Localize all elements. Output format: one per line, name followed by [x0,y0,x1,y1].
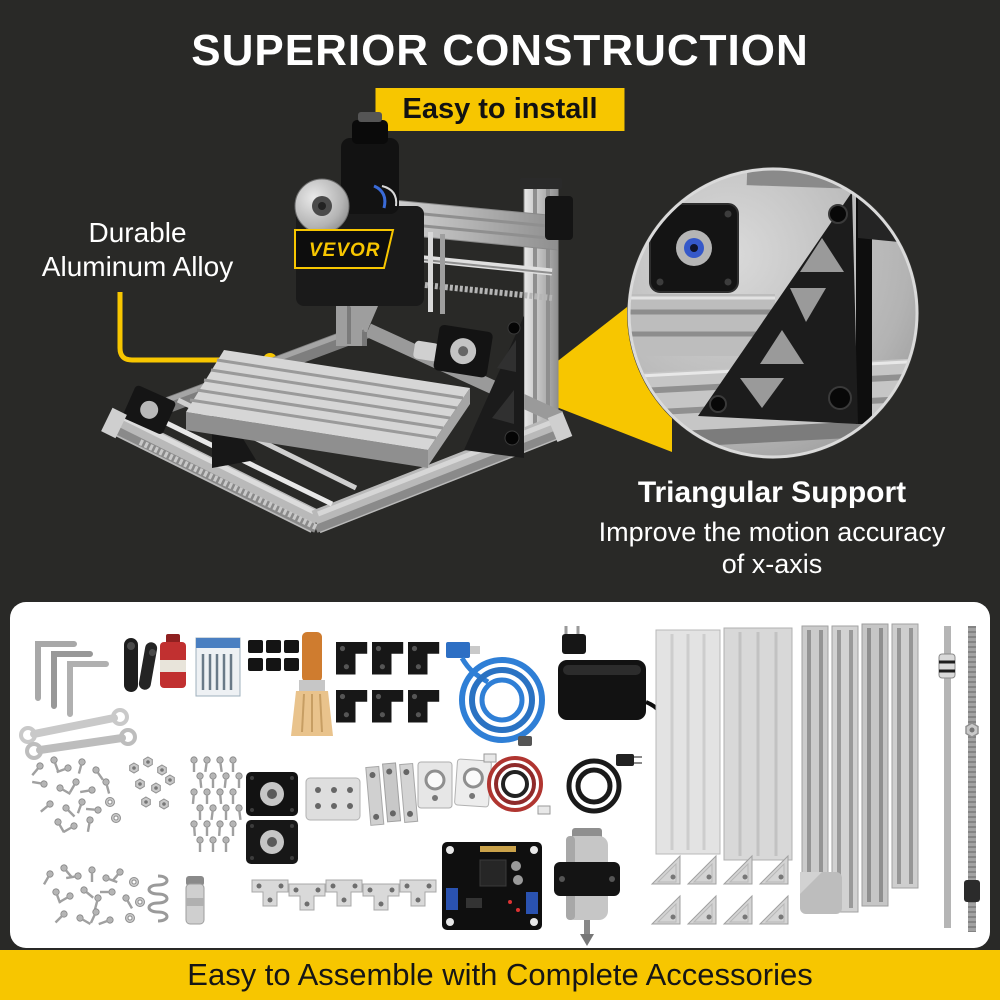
drilled-plate [305,777,361,821]
power-cord [566,754,642,814]
brand-logo: VEVOR [309,240,381,261]
brush [291,632,333,736]
wire-harness [483,753,551,815]
callout-triangular-support: Triangular Support Improve the motion ac… [570,476,974,581]
footer-text: Easy to Assemble with Complete Accessori… [187,957,813,992]
footer-bar: Easy to Assemble with Complete Accessori… [0,950,1000,1000]
aluminum-extrusions [801,623,919,913]
cnc-machine-image: VEVOR [101,112,573,534]
screw-set-c [40,862,145,928]
lead-screw-rods [938,626,980,932]
callout-right-title: Triangular Support [637,476,907,509]
accessories-panel [10,602,990,948]
screw-set-b [189,755,245,853]
callout-right-line1: Improve the motion accuracy [598,517,946,547]
bearing-plates [417,758,492,809]
grease-tube [185,876,205,925]
hex-keys [35,641,109,717]
screw-set-a [29,755,121,836]
t-plates [251,879,437,911]
stepper-motors [246,772,298,864]
spindle-assembly: VEVOR [294,112,424,346]
work-table [186,350,470,468]
black-spanners [124,638,158,692]
hero-scene: VEVOR [101,112,919,534]
red-accessory-box [160,634,186,688]
page-title: SUPERIOR CONSTRUCTION [191,26,809,75]
nut-set [129,756,175,810]
rubber-pad [800,872,842,914]
callout-right-line2: of x-axis [721,549,823,580]
strap-brackets [365,762,419,826]
zoom-inset [627,167,919,459]
spring [147,874,169,923]
spindle-motor [554,828,620,946]
foam-pads [248,640,299,671]
callout-durable-aluminum: Durable Aluminum Alloy [30,216,245,283]
control-board [442,842,542,930]
corner-brackets [651,855,789,925]
callout-left-line1: Durable [88,217,187,248]
callout-left-line2: Aluminum Alloy [41,250,234,282]
triangular-support [464,316,524,458]
aluminum-plates [655,627,793,861]
easy-install-badge: Easy to install [375,88,625,131]
usb-cable [446,642,545,746]
drill-bits-box [195,637,241,697]
open-end-wrenches [19,708,137,760]
accessories-image [19,623,980,946]
z-mount-brackets [336,642,440,723]
